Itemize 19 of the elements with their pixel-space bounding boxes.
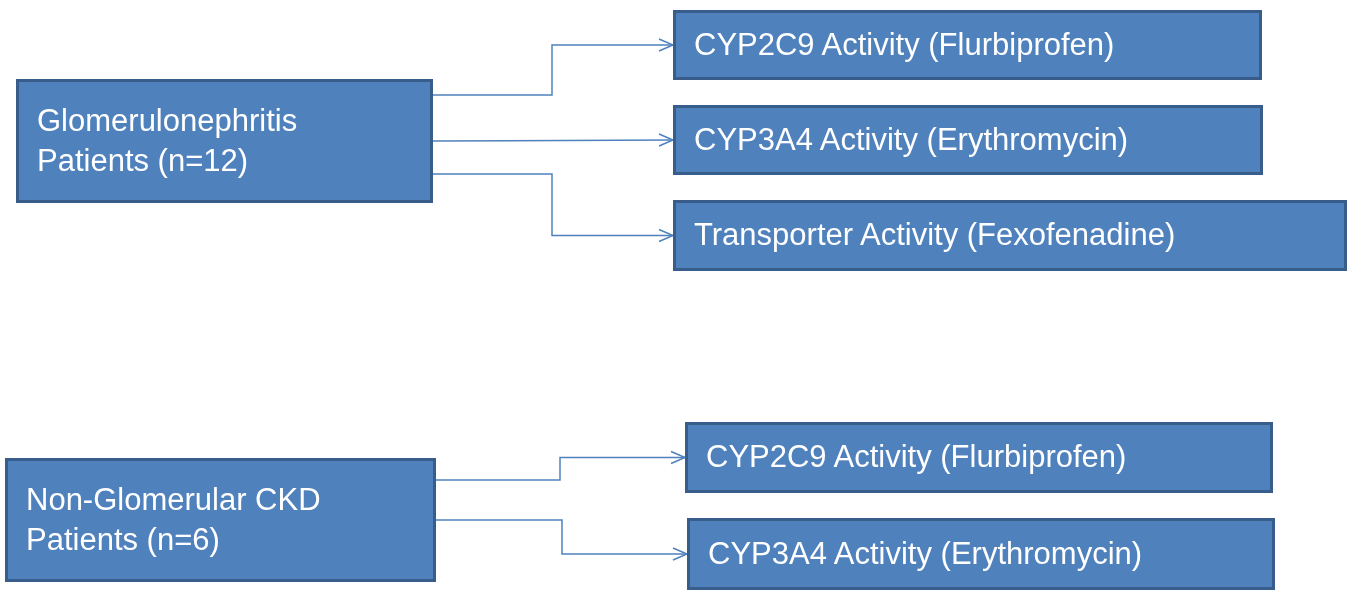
process-box (5, 458, 436, 582)
connector-arrow (432, 133, 674, 147)
box-label: CYP2C9 Activity (Flurbiprofen) (694, 25, 1116, 64)
box-label: CYP2C9 Activity (Flurbiprofen) (706, 438, 1128, 477)
box-label: CYP3A4 Activity (Erythromycin) (708, 534, 1144, 573)
box-label: CYP3A4 Activity (Erythromycin) (694, 120, 1130, 159)
connector-arrow (435, 450, 686, 481)
process-box (673, 10, 1262, 80)
process-box (687, 518, 1275, 590)
process-box (673, 200, 1347, 271)
process-box (16, 79, 433, 203)
box-label: Non-Glomerular CKD Patients (n=6) (26, 480, 322, 559)
process-box (673, 105, 1263, 175)
box-label: Glomerulonephritis Patients (n=12) (37, 101, 299, 180)
connector-arrow (432, 173, 674, 243)
box-label: Transporter Activity (Fexofenadine) (694, 216, 1177, 255)
connector-arrow (432, 38, 674, 96)
connector-arrow (435, 519, 688, 561)
process-box (685, 422, 1273, 493)
